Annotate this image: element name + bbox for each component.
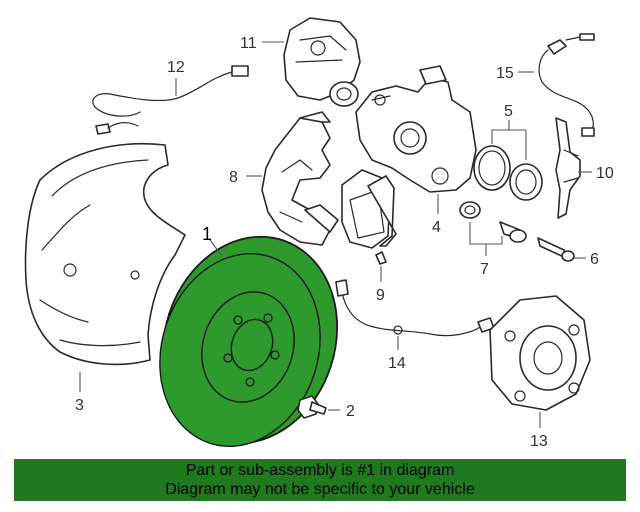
callout-6: 6 [590,251,599,268]
parts-diagram: 3 1 2 8 9 [24,17,614,458]
callout-1: 1 [202,224,212,244]
callout-2: 2 [346,403,355,420]
part-2-bolt[interactable] [297,395,327,419]
callout-14: 14 [388,355,406,372]
part-3-splash-shield[interactable] [24,142,186,366]
part-6-guide-pin-bolt[interactable] [537,237,575,262]
part-1-brake-rotor[interactable] [136,214,364,458]
callout-7: 7 [480,261,489,278]
part-11-parking-brake-motor[interactable] [283,17,361,107]
part-15-wear-sensor[interactable] [538,33,595,137]
callout-15: 15 [496,65,514,82]
part-13-wheel-hub[interactable] [489,295,591,411]
callout-12: 12 [167,59,185,76]
part-14-speed-sensor[interactable] [335,279,495,337]
banner-line-2: Diagram may not be specific to your vehi… [165,481,475,498]
part-10-anti-rattle-clip[interactable] [555,117,581,219]
callout-13: 13 [530,433,548,450]
part-8-caliper-bracket[interactable] [261,111,339,246]
callout-8: 8 [229,169,238,186]
callout-4: 4 [432,219,441,236]
callout-9: 9 [376,287,385,304]
callout-10: 10 [596,165,614,182]
info-banner: Part or sub-assembly is #1 in diagram Di… [14,459,626,501]
callout-11: 11 [240,35,257,52]
part-12-wear-sensor[interactable] [92,65,249,135]
banner-line-1: Part or sub-assembly is #1 in diagram [185,462,455,479]
callout-5: 5 [504,103,513,120]
part-9-brake-pads[interactable] [341,169,397,265]
callout-3: 3 [75,397,84,414]
part-5-seal-kit[interactable] [473,145,543,201]
part-7-guide-pins[interactable] [459,201,527,243]
part-4-caliper[interactable] [355,65,477,193]
